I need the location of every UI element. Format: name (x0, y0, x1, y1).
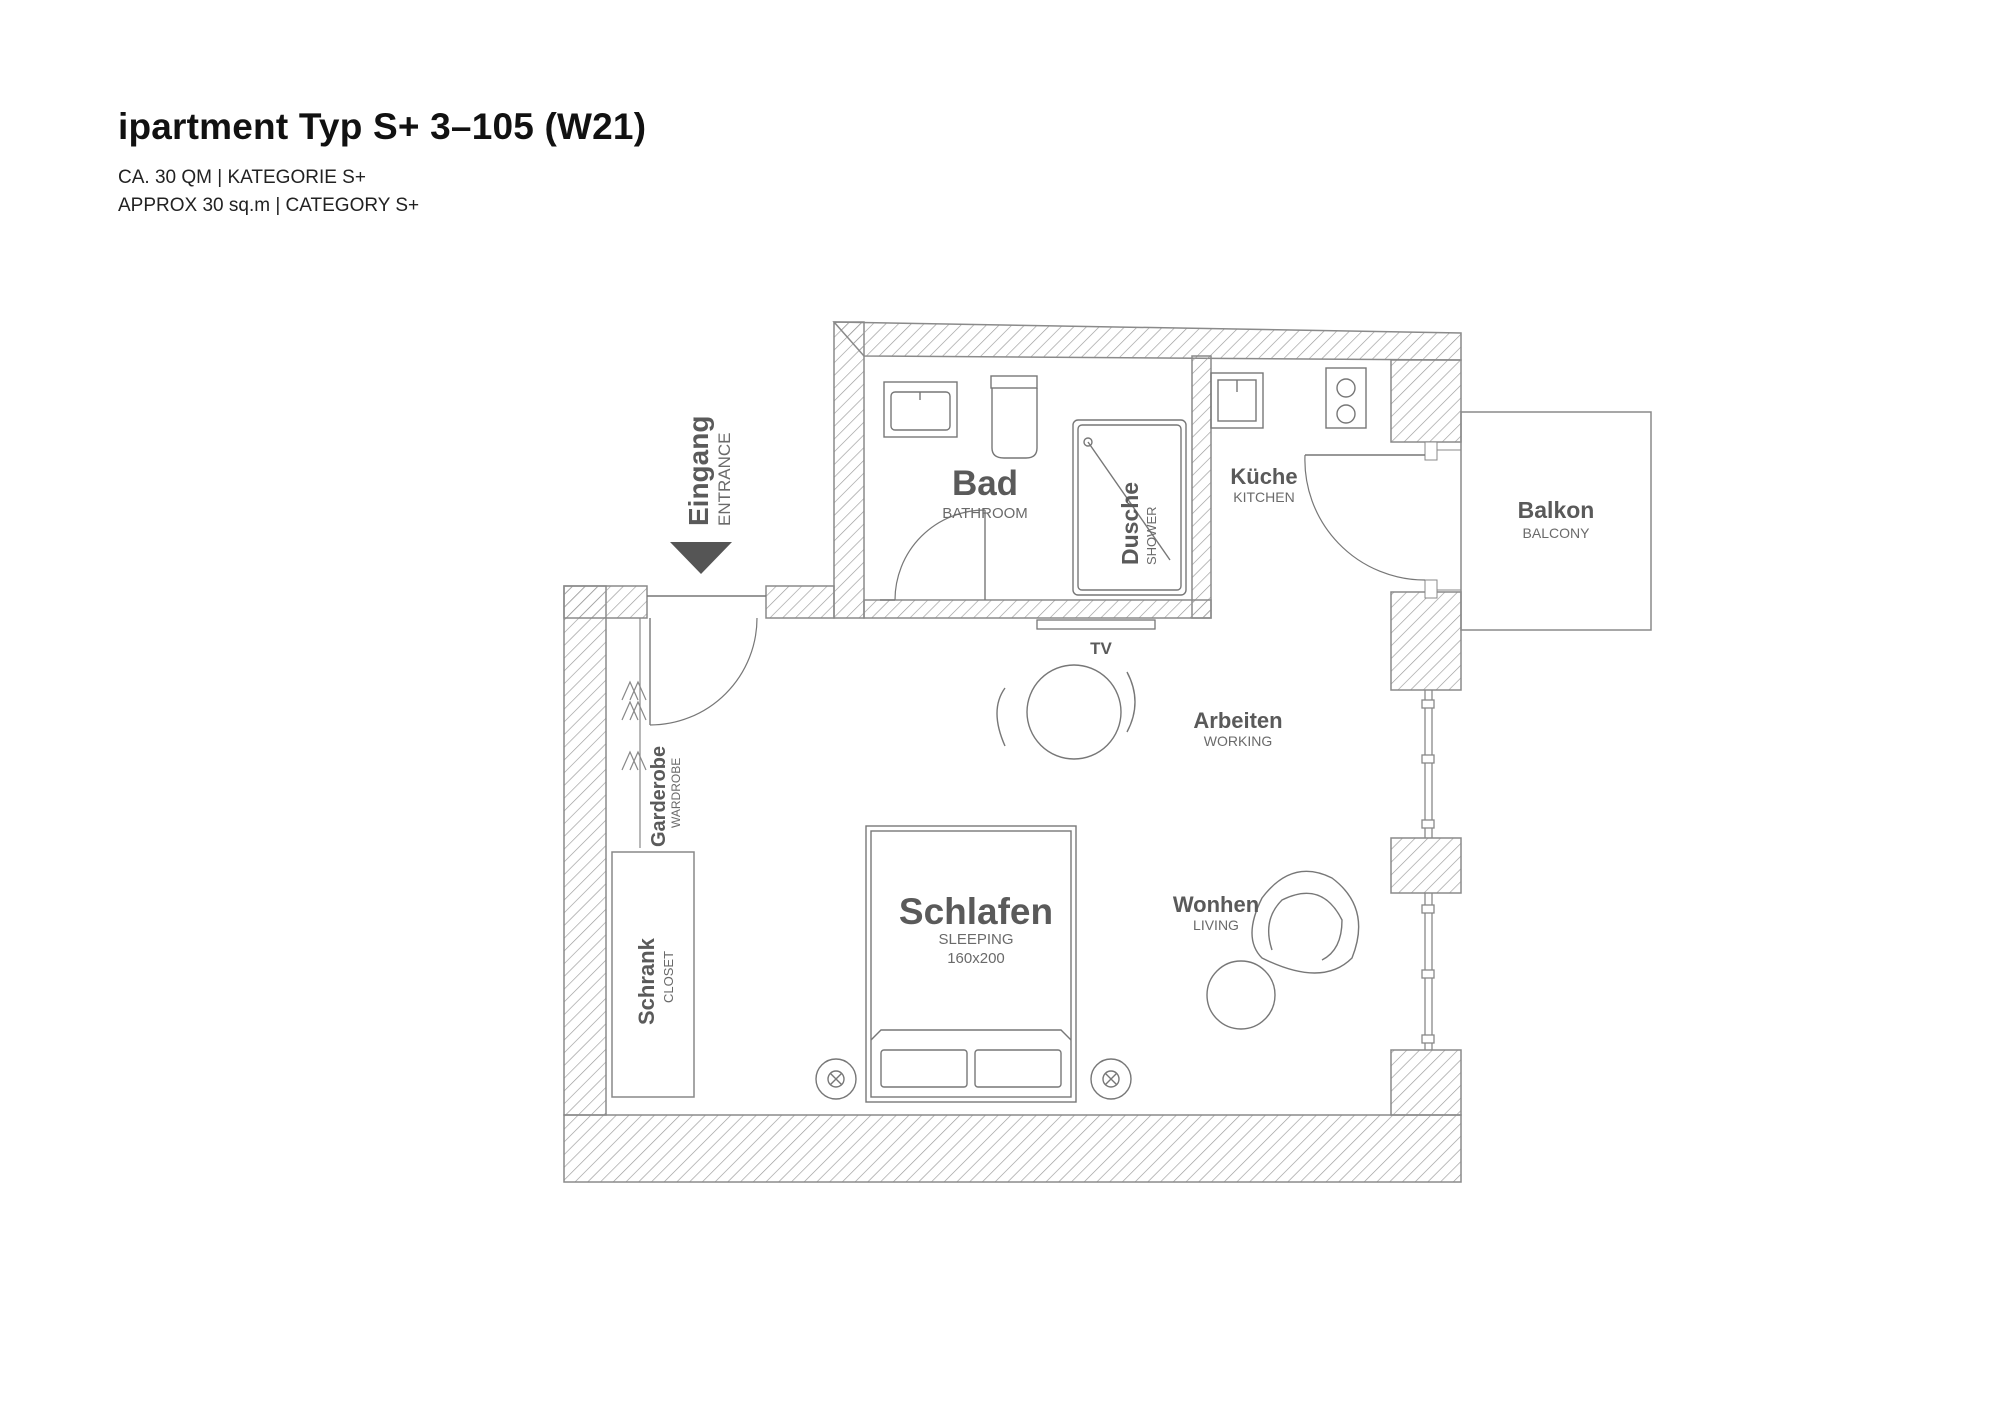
area-category-de: CA. 30 QM | KATEGORIE S+ (118, 167, 366, 188)
wall-bath-left (833, 321, 865, 619)
bedside-lamps (815, 1058, 1132, 1100)
tv-unit (1036, 619, 1156, 630)
wall-right-3 (1390, 837, 1462, 894)
walls (563, 321, 1462, 1183)
label-kitchen-de: Küche (1230, 464, 1297, 489)
label-wardrobe-de: Garderobe (648, 746, 670, 847)
sink (883, 381, 958, 438)
wall-bottom (563, 1114, 1462, 1183)
label-shower-en: SHOWER (1144, 507, 1159, 566)
label-sleeping-en: SLEEPING (938, 931, 1013, 948)
wall-right-2 (1390, 591, 1462, 691)
kitchen-sink (1210, 372, 1264, 429)
label-shower-de: Dusche (1117, 482, 1143, 565)
wall-right-top (1390, 359, 1462, 443)
label-entrance-en: ENTRANCE (715, 432, 734, 526)
balcony (1424, 411, 1652, 631)
label-sleeping-de: Schlafen (899, 891, 1053, 932)
label-balcony-en: BALCONY (1523, 525, 1591, 541)
wall-bath-bottom (863, 599, 1212, 619)
entrance-arrow-icon (670, 542, 732, 574)
closet (611, 851, 695, 1098)
cooktop (1325, 367, 1367, 429)
label-kitchen-en: KITCHEN (1233, 489, 1294, 505)
shower-cabin (1072, 419, 1187, 596)
label-working-de: Arbeiten (1193, 708, 1282, 733)
label-working-en: WORKING (1204, 733, 1272, 749)
wall-top-left (563, 585, 648, 619)
label-bath-de: Bad (952, 464, 1018, 503)
bed (865, 825, 1077, 1103)
area-category-en: APPROX 30 sq.m | CATEGORY S+ (118, 195, 420, 216)
lounge-chair (1251, 870, 1360, 974)
label-entrance-de: Eingang (683, 416, 714, 526)
wall-top-mid (765, 585, 835, 619)
side-table (1206, 960, 1276, 1030)
toilet (990, 375, 1038, 389)
windows (1421, 690, 1435, 1050)
label-balcony-de: Balkon (1518, 497, 1595, 523)
wall-right-4 (1390, 1049, 1462, 1116)
room-labels: Eingang ENTRANCE Bad BATHROOM Dusche SHO… (634, 416, 1594, 1025)
label-wardrobe-en: WARDROBE (669, 758, 683, 828)
label-bath-en: BATHROOM (942, 505, 1028, 522)
label-living-en: LIVING (1193, 917, 1239, 933)
entrance-door (647, 595, 766, 726)
plan-header: ipartment Typ S+ 3–105 (W21) CA. 30 QM |… (118, 106, 646, 220)
page-title: ipartment Typ S+ 3–105 (W21) (118, 106, 647, 147)
label-living-de: Wonhen (1173, 892, 1259, 917)
wall-bath-kitchen (1191, 355, 1212, 619)
label-closet-en: CLOSET (661, 951, 676, 1003)
wardrobe-rail (621, 618, 647, 848)
wall-top-bath (832, 321, 1462, 361)
label-tv: TV (1090, 639, 1112, 658)
wall-left (563, 585, 607, 1116)
kitchen-fixtures (1210, 367, 1426, 581)
bathroom-fixtures (880, 375, 1187, 601)
dining-table (996, 664, 1136, 760)
label-closet-de: Schrank (634, 937, 659, 1025)
label-bed-size: 160x200 (947, 950, 1005, 967)
